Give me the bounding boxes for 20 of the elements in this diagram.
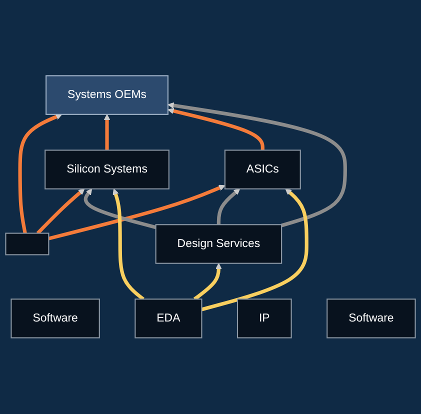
node-box [5, 232, 50, 256]
arrow [168, 102, 347, 228]
node-box: EDA [134, 298, 202, 339]
node-box: ASICs [224, 150, 301, 190]
arrow [168, 108, 264, 150]
arrow [18, 114, 62, 234]
node-box: Silicon Systems [44, 150, 170, 190]
arrow [216, 188, 240, 225]
arrow [112, 188, 144, 301]
node-box: Systems OEMs [46, 75, 168, 116]
arrow [104, 114, 110, 150]
node-box: Design Services [155, 224, 282, 264]
arrow [201, 188, 308, 312]
arrow [48, 185, 226, 241]
node-box: Software [326, 298, 416, 339]
arrow [84, 188, 156, 230]
node-box: IP [236, 298, 292, 339]
arrow [193, 263, 222, 301]
arrow [36, 188, 85, 235]
node-box: Software [10, 298, 100, 339]
